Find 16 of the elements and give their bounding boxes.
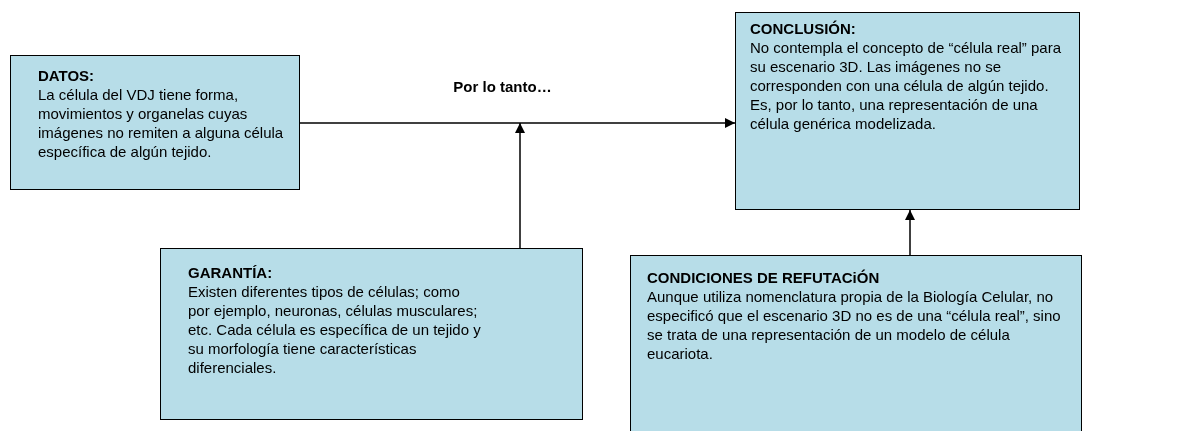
text-box <box>735 12 1080 210</box>
box-heading: GARANTÍA: <box>188 263 274 282</box>
box-text: Aunque utiliza nomenclatura propia de la Biología Celular, no especificó que el escenario 3D no es de una “célula real”, sino se trata de una representación de un modelo de célula eucariota. <box>647 287 1062 363</box>
arrow <box>905 209 915 256</box>
text-box <box>630 255 1082 431</box>
box-text: Existen diferentes tipos de células; como por ejemplo, neuronas, células musculares; etc. Cada célula es específica de un tejido y su morfología tiene características diferenciales. <box>188 282 482 377</box>
box-text: La célula del VDJ tiene forma, movimientos y organelas cuyas imágenes no remiten a alguna célula específica de algún tejido. <box>38 85 285 161</box>
box-text: No contempla el concepto de “célula real” para su escenario 3D. Las imágenes no se corresponden con una célula de algún tejido. Es, por lo tanto, una representación de una célula genérica modelizada. <box>750 38 1062 133</box>
box-heading: DATOS: <box>38 66 96 85</box>
box-heading: CONDICIONES DE REFUTACiÓN <box>647 268 881 287</box>
text-box <box>10 55 300 190</box>
arrow <box>515 122 525 249</box>
text-box <box>160 248 583 420</box>
arrow <box>299 118 736 128</box>
edge-label: Por lo tanto… <box>453 78 552 95</box>
box-heading: CONCLUSIÓN: <box>750 19 857 38</box>
